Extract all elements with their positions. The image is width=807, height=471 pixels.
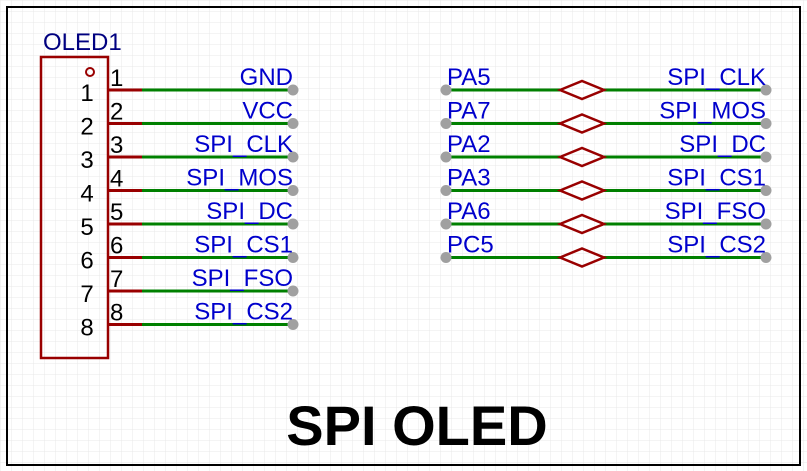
- connection-row[interactable]: PA3 SPI_CS1: [440, 165, 772, 201]
- pin-number-inner: 4: [80, 181, 93, 208]
- net-label: SPI_CLK: [667, 64, 766, 91]
- terminal-dot-icon[interactable]: [287, 84, 299, 96]
- terminal-dot-icon[interactable]: [440, 84, 452, 96]
- pin-number-outer: 4: [110, 166, 123, 193]
- net-label: VCC: [242, 98, 293, 125]
- pin-number-inner: 2: [80, 114, 93, 141]
- net-label: SPI_CS2: [194, 299, 293, 326]
- net-label: SPI_CS1: [667, 165, 766, 192]
- pin-number-outer: 8: [110, 300, 123, 327]
- pin-5[interactable]: 55 SPI_DC: [80, 198, 299, 241]
- pin-number-outer: 3: [110, 132, 123, 159]
- net-label: SPI_FSO: [665, 198, 766, 225]
- pin-4[interactable]: 44 SPI_MOS: [80, 165, 299, 208]
- terminal-dot-icon[interactable]: [440, 218, 452, 230]
- net-tie-icon: [556, 213, 608, 235]
- net-label: SPI_DC: [206, 198, 293, 225]
- net-label: SPI_CS2: [667, 232, 766, 259]
- net-label: SPI_FSO: [192, 265, 293, 292]
- page-title: SPI OLED: [286, 394, 547, 457]
- terminal-dot-icon[interactable]: [760, 84, 772, 96]
- pin-7[interactable]: 77 SPI_FSO: [80, 265, 299, 308]
- net-tie-icon: [556, 180, 608, 201]
- connection-row[interactable]: PA2 SPI_DC: [440, 131, 772, 168]
- pin-number-inner: 8: [80, 315, 93, 342]
- net-label: GND: [240, 64, 293, 91]
- pin-number-inner: 5: [80, 214, 93, 241]
- connection-row[interactable]: PC5 SPI_CS2: [440, 232, 772, 268]
- net-tie-icon: [556, 79, 608, 101]
- pin-1[interactable]: 11 GND: [80, 64, 299, 107]
- terminal-dot-icon[interactable]: [760, 185, 772, 196]
- pin-8[interactable]: 88 SPI_CS2: [80, 299, 299, 342]
- pin-2[interactable]: 22 VCC: [80, 98, 299, 141]
- net-tie-icon: [556, 113, 608, 134]
- net-label: SPI_MOS: [659, 98, 766, 125]
- port-label: PC5: [447, 232, 494, 259]
- pin-number-inner: 3: [80, 147, 93, 174]
- port-label: PA6: [447, 198, 491, 225]
- port-label: PA2: [447, 131, 491, 158]
- terminal-dot-icon[interactable]: [440, 185, 452, 196]
- connection-row[interactable]: PA5 SPI_CLK: [440, 64, 772, 101]
- terminal-dot-icon[interactable]: [440, 252, 452, 263]
- port-label: PA7: [447, 98, 491, 125]
- terminal-dot-icon[interactable]: [760, 151, 772, 163]
- terminal-dot-icon[interactable]: [287, 151, 299, 163]
- net-label: SPI_MOS: [186, 165, 293, 192]
- pin-number-outer: 5: [110, 199, 123, 226]
- component-refdes: OLED1: [43, 29, 122, 56]
- terminal-dot-icon[interactable]: [760, 218, 772, 230]
- sheet-frame: [6, 6, 801, 466]
- port-label: PA5: [447, 64, 491, 91]
- component-body: [39, 55, 110, 360]
- pin-number-outer: 2: [110, 99, 123, 126]
- pin-3[interactable]: 33 SPI_CLK: [80, 131, 299, 174]
- pin-number-inner: 6: [80, 248, 93, 275]
- pin-number-outer: 7: [110, 266, 123, 293]
- terminal-dot-icon[interactable]: [440, 151, 452, 163]
- pin-6[interactable]: 66 SPI_CS1: [80, 232, 299, 275]
- terminal-dot-icon[interactable]: [287, 252, 299, 263]
- terminal-dot-icon[interactable]: [287, 285, 299, 297]
- pin1-marker-icon: [85, 67, 95, 77]
- net-label: SPI_DC: [679, 131, 766, 158]
- terminal-dot-icon[interactable]: [287, 185, 299, 196]
- connection-row[interactable]: PA6 SPI_FSO: [440, 198, 772, 235]
- net-label: SPI_CLK: [194, 131, 293, 158]
- terminal-dot-icon[interactable]: [287, 118, 299, 129]
- connection-row[interactable]: PA7 SPI_MOS: [440, 98, 772, 134]
- terminal-dot-icon[interactable]: [760, 118, 772, 129]
- terminal-dot-icon[interactable]: [287, 218, 299, 230]
- port-label: PA3: [447, 165, 491, 192]
- terminal-dot-icon[interactable]: [440, 118, 452, 129]
- terminal-dot-icon[interactable]: [760, 252, 772, 263]
- net-tie-icon: [556, 247, 608, 268]
- net-label: SPI_CS1: [194, 232, 293, 259]
- net-tie-icon: [556, 146, 608, 168]
- pin-number-inner: 1: [80, 80, 93, 107]
- terminal-dot-icon[interactable]: [287, 319, 299, 330]
- pin-number-outer: 6: [110, 233, 123, 260]
- pin-number-inner: 7: [80, 281, 93, 308]
- pin-number-outer: 1: [110, 65, 123, 92]
